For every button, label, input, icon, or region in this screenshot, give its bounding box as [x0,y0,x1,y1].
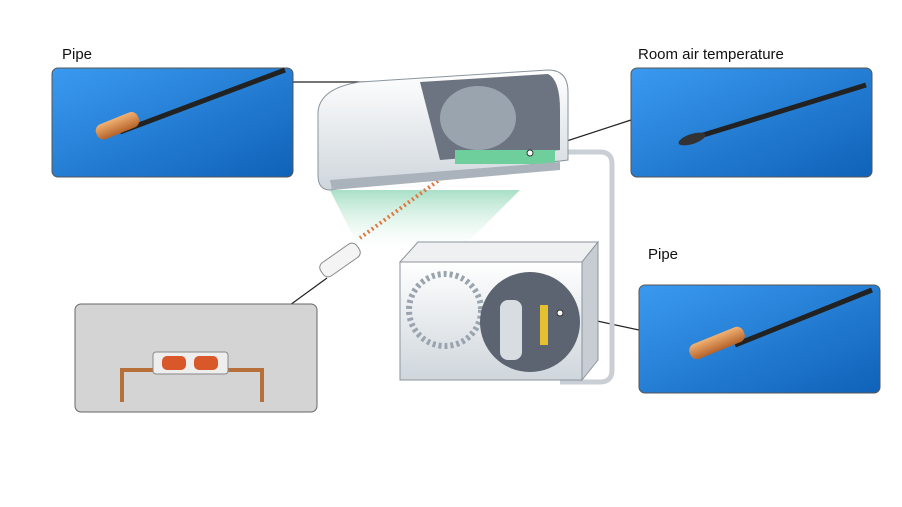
air-flow [330,190,520,250]
room-air-temperature-sensor-photo [630,67,873,178]
indoor-unit [317,69,569,191]
remote-thermistor-closeup [74,303,318,413]
indoor-pipe-sensor-photo [51,67,294,178]
outdoor-pipe-sensor-photo [638,284,881,394]
label-room-air-temperature: Room air temperature [638,46,784,63]
label-pipe-outdoor: Pipe [648,246,679,263]
label-pipe-indoor: Pipe [62,46,93,63]
remote-sensor [319,242,361,278]
refrigerant-pipe [560,149,615,385]
outdoor-unit [398,240,600,382]
remote-signal [358,170,452,240]
